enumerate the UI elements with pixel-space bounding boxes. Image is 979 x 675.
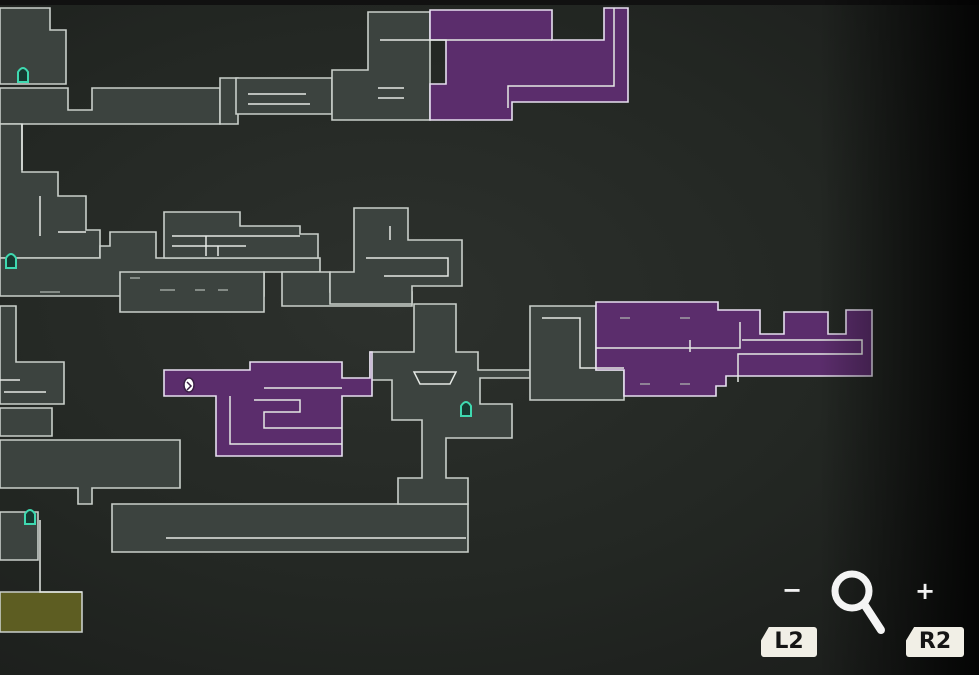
magnifier-icon[interactable]: [827, 566, 889, 636]
map-wall: [542, 317, 863, 382]
room-purple-left: [163, 351, 373, 457]
map-room: [119, 271, 265, 313]
map-wall: [412, 371, 458, 385]
save-point-icon[interactable]: [5, 253, 17, 269]
map-wall: [172, 235, 300, 256]
map-room: [0, 305, 65, 405]
map-wall: [39, 520, 82, 593]
map-room: [111, 503, 469, 553]
map-room: [235, 77, 333, 115]
room-central-hub: [369, 303, 531, 505]
map-room: [329, 207, 463, 305]
map-wall: [507, 8, 615, 108]
map-room-highlighted: [163, 351, 373, 457]
screen-top-border: [0, 0, 979, 5]
zoom-out-sign: −: [782, 576, 803, 604]
map-wall: [40, 277, 228, 293]
map-wall: [0, 379, 46, 393]
map-room: [331, 11, 431, 121]
map-wall: [620, 317, 690, 385]
map-wall: [229, 387, 342, 445]
map-wall: [248, 93, 310, 105]
room-upper-left-column: [0, 7, 629, 125]
map-room: [0, 439, 181, 505]
map-room-yellow: [0, 591, 83, 633]
map-wall: [366, 226, 449, 277]
save-point-icon[interactable]: [460, 401, 472, 417]
zoom-in-button[interactable]: R2: [906, 627, 964, 657]
map-edge-fade: [819, 0, 979, 675]
map-room: [163, 211, 319, 259]
room-left-shaft: [0, 123, 101, 259]
map-room: [219, 77, 239, 125]
zoom-controls: − + L2 R2: [755, 560, 975, 670]
save-point-icon[interactable]: [17, 67, 29, 83]
map-room: [0, 123, 101, 259]
room-left-lower: [0, 305, 469, 633]
map-room: [369, 303, 531, 505]
map-room: [0, 407, 53, 437]
map-room: [0, 87, 221, 125]
map-wall: [21, 124, 86, 236]
save-point-icon[interactable]: [24, 509, 36, 525]
player-location-icon[interactable]: [183, 377, 195, 393]
map-room: [0, 7, 67, 85]
zoom-out-button[interactable]: L2: [761, 627, 817, 657]
room-middle-left-cluster: [0, 207, 463, 313]
zoom-in-sign: +: [915, 577, 936, 605]
map-room-highlighted: [429, 7, 629, 121]
